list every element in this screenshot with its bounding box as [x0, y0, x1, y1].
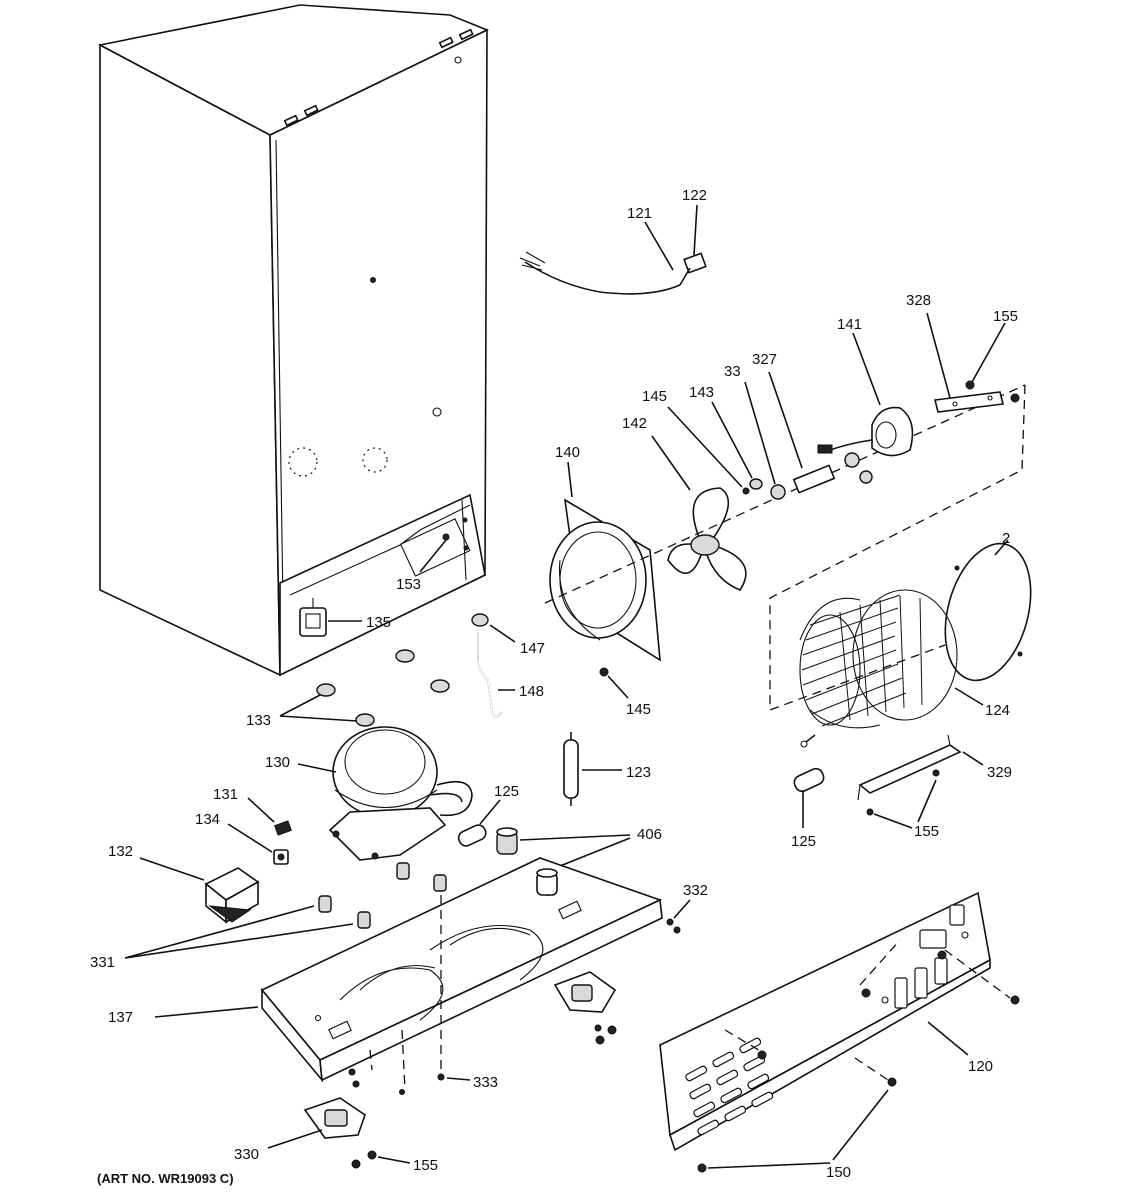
part-130-compressor: 130 — [265, 726, 473, 861]
label-121: 121 — [627, 205, 652, 222]
part-135: 135 — [299, 598, 391, 637]
label-125-left: 125 — [494, 783, 519, 800]
part-141-fan-motor: 141 — [817, 316, 914, 484]
part-147-148-drain-tube: 147 148 — [471, 613, 545, 718]
part-331-grommets: 331 — [90, 862, 447, 971]
part-153-screw: 153 — [396, 533, 450, 593]
part-120-access-cover: 120 — [659, 891, 993, 1152]
label-331: 331 — [90, 954, 115, 971]
label-33: 33 — [724, 363, 741, 380]
label-148: 148 — [519, 683, 544, 700]
part-330-bracket: 330 — [234, 1068, 405, 1163]
label-130: 130 — [265, 754, 290, 771]
assembly-dashed-outline — [769, 384, 1026, 711]
part-137-base-pan: 137 — [108, 857, 663, 1083]
label-143: 143 — [689, 384, 714, 401]
label-123: 123 — [626, 764, 651, 781]
label-135: 135 — [366, 614, 391, 631]
part-123-dryer: 123 — [563, 732, 651, 806]
part-121-122-wire-harness: 121 122 — [519, 187, 707, 295]
label-122: 122 — [682, 187, 707, 204]
label-155-bottom: 155 — [413, 1157, 438, 1174]
label-327: 327 — [752, 351, 777, 368]
part-133-grommets: 133 — [246, 649, 450, 729]
refrigerator-cabinet — [97, 4, 489, 677]
right-mounting-bracket — [553, 971, 617, 1045]
part-124-condenser-coil: 124 — [799, 589, 1010, 748]
label-406: 406 — [637, 826, 662, 843]
label-140: 140 — [555, 444, 580, 461]
part-155-bottom-screws: 155 — [351, 1150, 438, 1174]
label-332: 332 — [683, 882, 708, 899]
label-133: 133 — [246, 712, 271, 729]
mount-dashed-line-2 — [401, 1029, 406, 1091]
label-329: 329 — [987, 764, 1012, 781]
label-137: 137 — [108, 1009, 133, 1026]
part-2-disc: 2 — [944, 530, 1032, 682]
label-125-right: 125 — [791, 833, 816, 850]
part-328-155-bracket: 328 155 — [906, 292, 1020, 413]
label-333: 333 — [473, 1074, 498, 1091]
part-329-bracket: 329 155 — [857, 734, 1012, 840]
part-145-143-33-327: 145 143 33 327 — [642, 351, 860, 500]
label-147: 147 — [520, 640, 545, 657]
label-141: 141 — [837, 316, 862, 333]
label-2: 2 — [1002, 530, 1010, 547]
label-145-upper: 145 — [642, 388, 667, 405]
label-153: 153 — [396, 576, 421, 593]
label-134: 134 — [195, 811, 220, 828]
label-330: 330 — [234, 1146, 259, 1163]
label-132: 132 — [108, 843, 133, 860]
label-120: 120 — [968, 1058, 993, 1075]
part-142-fan-blade: 142 — [622, 415, 747, 591]
part-131-overload: 131 — [213, 786, 292, 836]
art-number: (ART NO. WR19093 C) — [97, 1171, 234, 1186]
part-134-relay: 134 — [195, 811, 289, 865]
part-132-capacitor: 132 — [108, 843, 260, 924]
label-150: 150 — [826, 1164, 851, 1181]
label-145-lower: 145 — [626, 701, 651, 718]
part-145-lower-screw: 145 — [599, 667, 651, 718]
part-332-screws: 332 — [666, 882, 708, 934]
mount-dashed-line-3 — [369, 1049, 373, 1071]
label-155-upper: 155 — [993, 308, 1018, 325]
part-125-left: 125 — [457, 783, 519, 847]
label-124: 124 — [985, 702, 1010, 719]
part-125-right: 125 — [791, 767, 825, 850]
label-131: 131 — [213, 786, 238, 803]
part-150-screws: 150 — [697, 939, 1020, 1181]
part-333-screw: 333 — [437, 1073, 498, 1091]
label-155-mid: 155 — [914, 823, 939, 840]
label-328: 328 — [906, 292, 931, 309]
label-142: 142 — [622, 415, 647, 432]
part-140-fan-shroud: 140 — [549, 444, 661, 662]
